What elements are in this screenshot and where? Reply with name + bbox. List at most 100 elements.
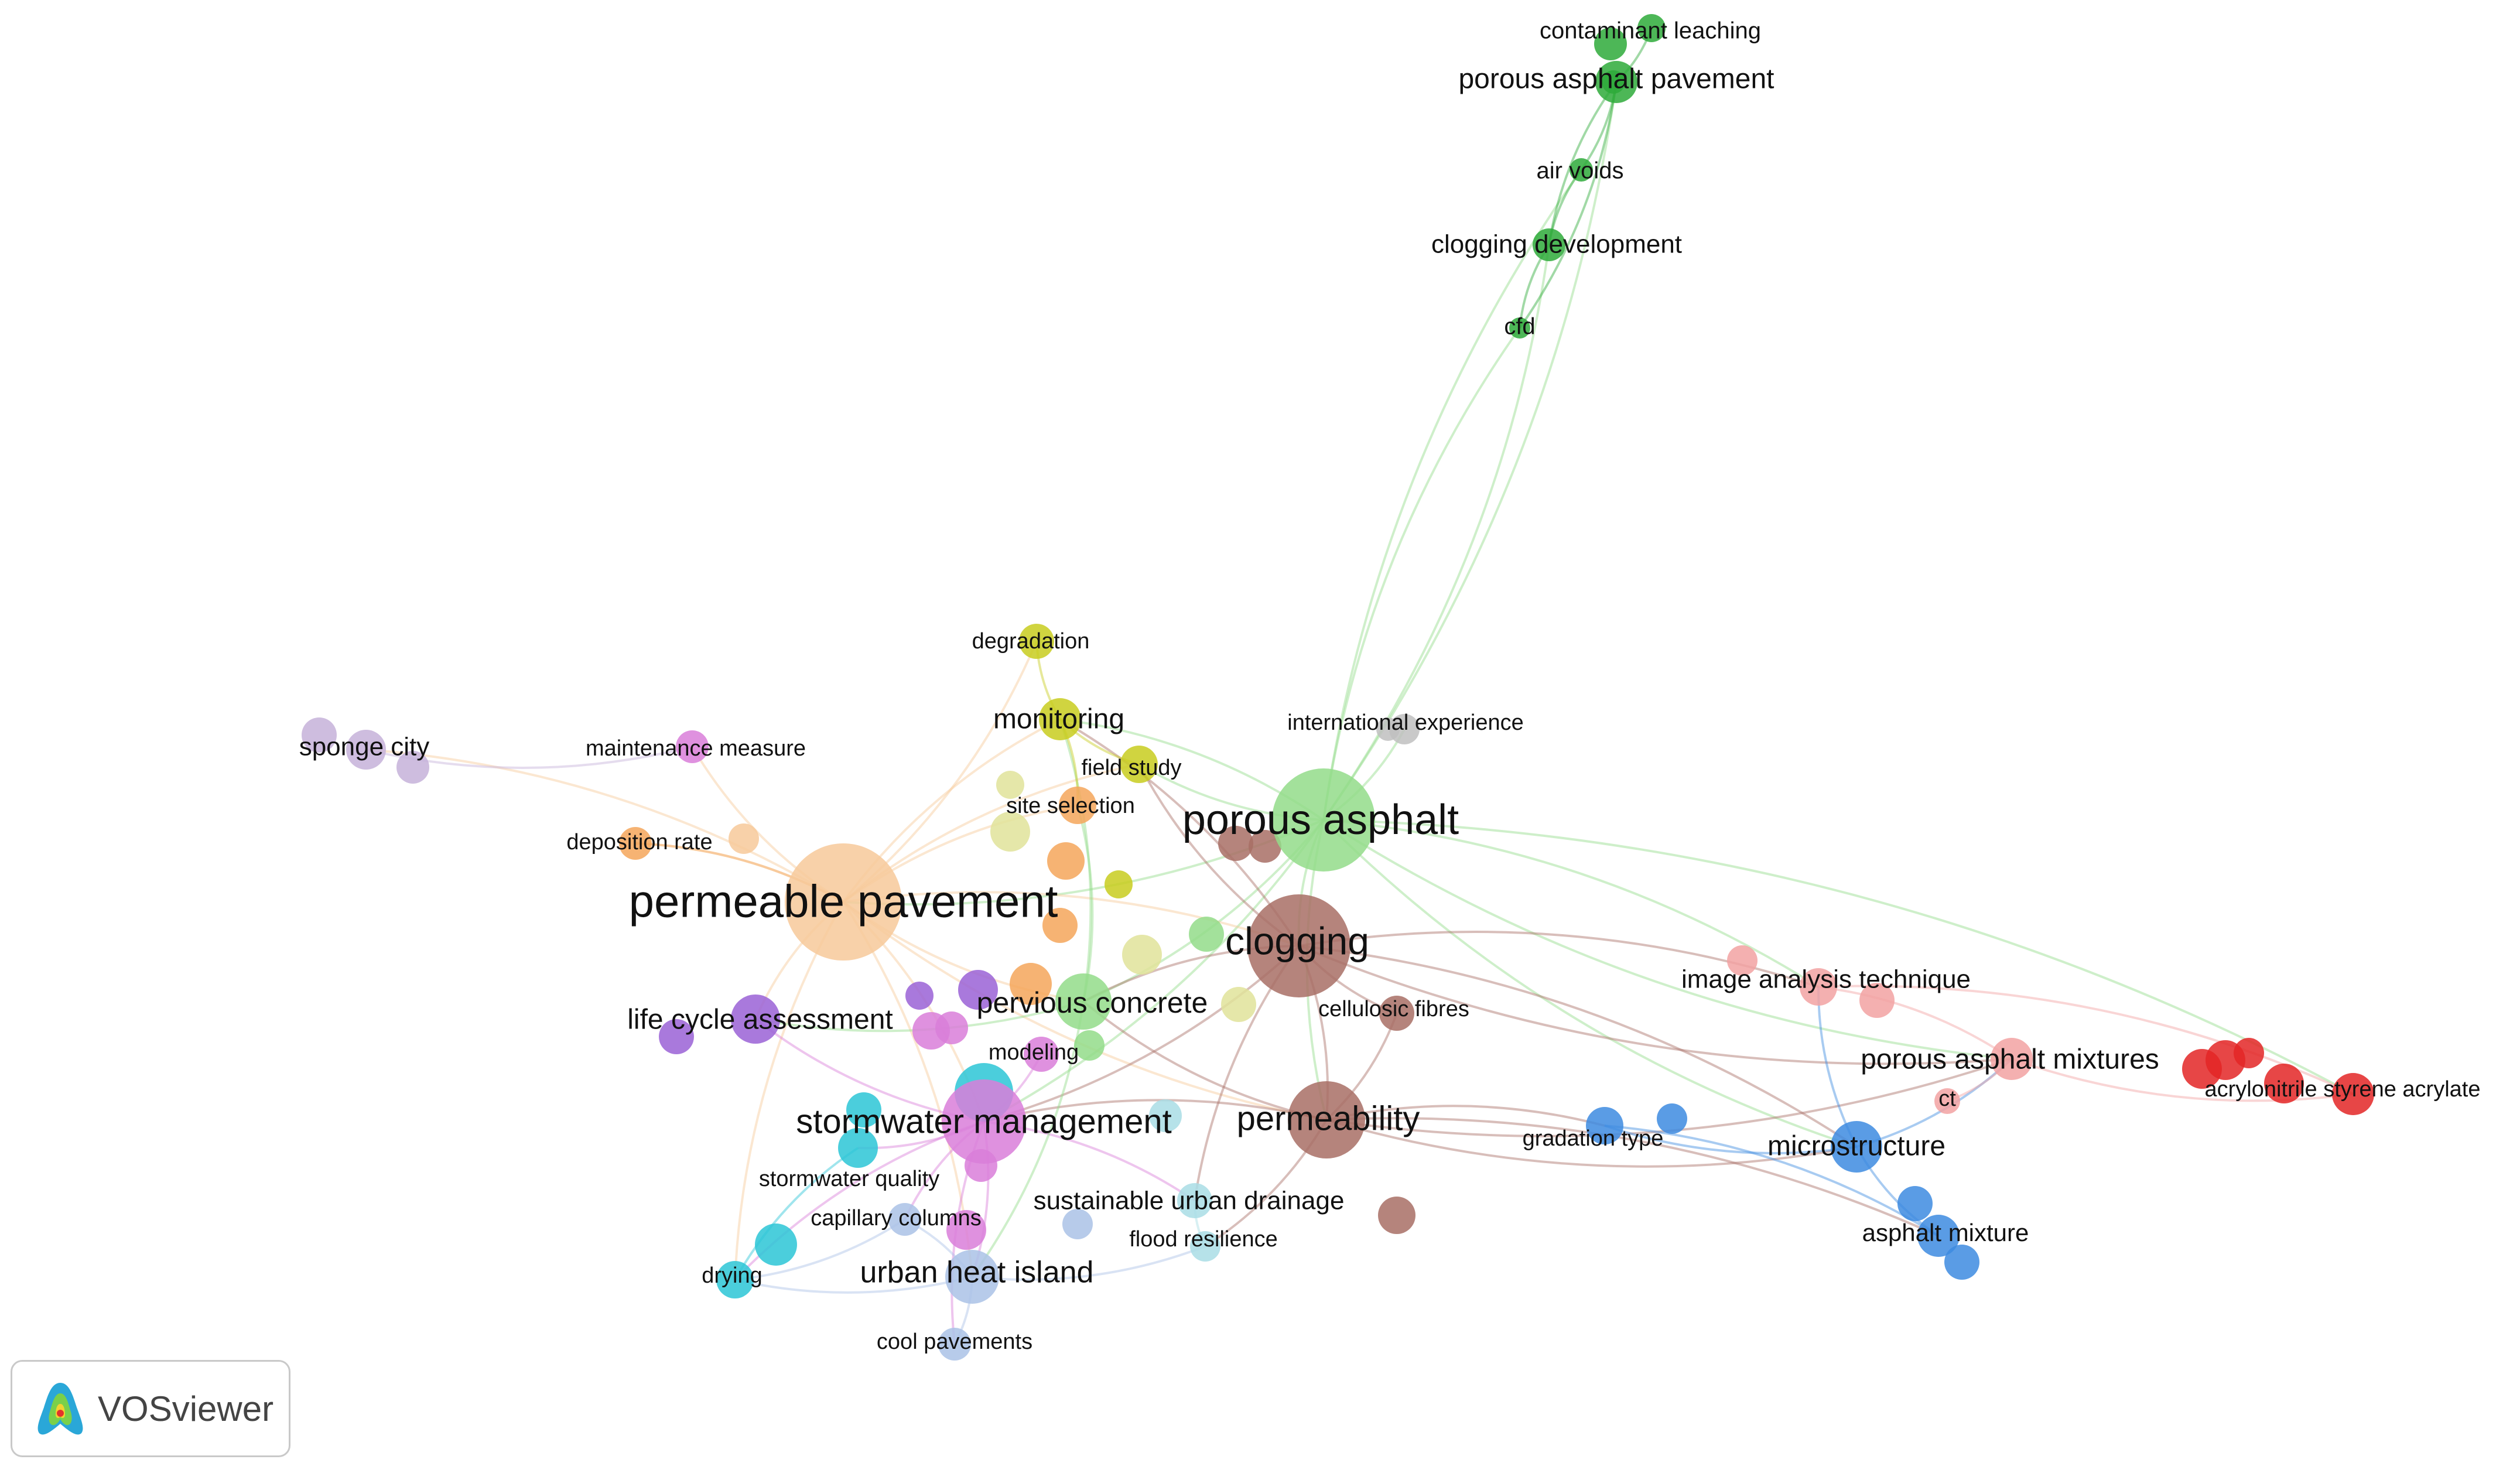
link-porous-asphalt-air-voids <box>1322 169 1582 821</box>
node-flood-resilience[interactable] <box>1190 1231 1220 1262</box>
node-urban-heat-island[interactable] <box>945 1250 999 1304</box>
node-label-degradation: degradation <box>972 629 1090 654</box>
node-stormwater-quality[interactable] <box>838 1128 878 1168</box>
node-label-cool-pavements: cool pavements <box>877 1330 1032 1354</box>
link-porous-asphalt-acrylonitrile-styrene-acrylate <box>1323 819 2354 1095</box>
node-capillary-columns[interactable] <box>888 1203 921 1236</box>
minor-node <box>996 771 1024 799</box>
node-stormwater-management[interactable] <box>942 1079 1026 1164</box>
link-permeability-gradation-type <box>1326 1105 1605 1127</box>
node-label-site-selection: site selection <box>1006 794 1135 818</box>
node-porous-asphalt-pavement[interactable] <box>1595 61 1637 103</box>
link-porous-asphalt-image-analysis-technique <box>1323 819 1820 988</box>
minor-node <box>755 1223 797 1266</box>
minor-node <box>1944 1245 1979 1280</box>
node-contaminant-leaching[interactable] <box>1637 14 1666 42</box>
link-clogging-microstructure <box>1298 945 1858 1148</box>
link-porous-asphalt-cfd <box>1322 327 1521 821</box>
minor-node <box>659 1019 694 1054</box>
node-label-international-experience: international experience <box>1287 710 1524 735</box>
network-links <box>365 28 2354 1345</box>
minor-node <box>1122 935 1162 975</box>
link-permeable-pavement-sponge-city <box>365 749 844 903</box>
node-label-flood-resilience: flood resilience <box>1129 1227 1277 1252</box>
minor-node <box>2234 1038 2264 1068</box>
node-deposition-rate[interactable] <box>619 827 652 860</box>
node-porous-asphalt[interactable] <box>1272 768 1375 872</box>
node-label-cfd: cfd <box>1504 314 1535 340</box>
node-label-porous-asphalt-mixtures: porous asphalt mixtures <box>1861 1044 2159 1075</box>
node-clogging-development[interactable] <box>1533 228 1565 261</box>
node-air-voids[interactable] <box>1570 158 1593 182</box>
link-capillary-columns-drying <box>734 1218 906 1281</box>
node-sustainable-urban-drainage[interactable] <box>1177 1183 1212 1218</box>
minor-node <box>1378 1197 1415 1234</box>
node-field-study[interactable] <box>1120 746 1158 783</box>
minor-node <box>2264 1064 2304 1103</box>
minor-node <box>1218 826 1253 861</box>
node-microstructure[interactable] <box>1831 1121 1882 1173</box>
minor-node <box>1189 917 1224 952</box>
node-label-clogging: clogging <box>1225 919 1369 962</box>
node-sponge-city[interactable] <box>346 730 386 770</box>
link-permeability-asphalt-mixture <box>1326 1117 1939 1237</box>
link-porous-asphalt-mixtures-image-analysis-technique <box>1818 986 2013 1060</box>
minor-node <box>1249 830 1281 863</box>
node-image-analysis-technique[interactable] <box>1800 968 1837 1006</box>
link-urban-heat-island-flood-resilience <box>972 1245 1206 1281</box>
node-international-experience[interactable] <box>1389 714 1420 744</box>
link-permeability-stormwater-management <box>983 1099 1327 1123</box>
minor-node <box>990 812 1030 852</box>
link-porous-asphalt-pavement-clogging-development <box>1548 81 1618 245</box>
node-degradation[interactable] <box>1019 624 1054 659</box>
node-label-deposition-rate: deposition rate <box>566 830 712 855</box>
node-monitoring[interactable] <box>1039 698 1081 740</box>
node-maintenance-measure[interactable] <box>676 730 709 763</box>
node-label-ct: ct <box>1938 1086 1956 1111</box>
node-cellulosic-fibres[interactable] <box>1379 996 1414 1031</box>
node-asphalt-mixture[interactable] <box>1917 1215 1960 1257</box>
node-cfd[interactable] <box>1509 317 1530 339</box>
node-site-selection[interactable] <box>1059 787 1096 824</box>
minor-node <box>1010 963 1052 1005</box>
node-label-permeable-pavement: permeable pavement <box>629 876 1058 927</box>
minor-node <box>302 717 337 753</box>
link-porous-asphalt-microstructure <box>1322 819 1857 1148</box>
node-gradation-type[interactable] <box>1586 1107 1623 1144</box>
node-porous-asphalt-mixtures[interactable] <box>1991 1038 2033 1080</box>
network-nodes <box>302 14 2374 1361</box>
node-modeling[interactable] <box>1024 1037 1059 1072</box>
node-ct[interactable] <box>1934 1088 1960 1114</box>
minor-node <box>846 1092 881 1127</box>
node-label-image-analysis-technique: image analysis technique <box>1681 965 1971 994</box>
node-label-maintenance-measure: maintenance measure <box>586 736 806 761</box>
node-cool-pavements[interactable] <box>938 1328 971 1361</box>
node-label-clogging-development: clogging development <box>1431 230 1682 259</box>
minor-node <box>1149 1099 1182 1132</box>
node-clogging[interactable] <box>1247 894 1350 997</box>
node-label-drying: drying <box>702 1263 763 1288</box>
link-porous-asphalt-porous-asphalt-pavement <box>1322 81 1618 821</box>
link-porous-asphalt-stormwater-management <box>983 819 1325 1123</box>
node-label-stormwater-management: stormwater management <box>796 1102 1171 1140</box>
node-label-acrylonitrile-styrene-acrylate: acrylonitrile styrene acrylate <box>2205 1077 2481 1102</box>
minor-node <box>946 1210 986 1250</box>
node-permeable-pavement[interactable] <box>785 843 902 961</box>
node-drying[interactable] <box>716 1261 754 1298</box>
minor-node <box>1074 1030 1105 1061</box>
node-label-sustainable-urban-drainage: sustainable urban drainage <box>1034 1187 1345 1215</box>
vosviewer-badge: VOSviewer <box>11 1360 290 1457</box>
node-permeability[interactable] <box>1288 1081 1365 1158</box>
node-label-air-voids: air voids <box>1537 158 1624 184</box>
node-label-urban-heat-island: urban heat island <box>860 1256 1094 1290</box>
node-acrylonitrile-styrene-acrylate[interactable] <box>2332 1073 2374 1115</box>
link-porous-asphalt-pavement-cfd <box>1519 81 1618 329</box>
node-pervious-concrete[interactable] <box>1055 973 1112 1030</box>
link-stormwater-quality-drying <box>734 1147 859 1280</box>
link-urban-heat-island-drying <box>734 1276 973 1294</box>
node-life-cycle-assessment[interactable] <box>731 994 780 1044</box>
node-label-asphalt-mixture: asphalt mixture <box>1862 1219 2029 1246</box>
link-porous-asphalt-porous-asphalt-mixtures <box>1322 819 2012 1060</box>
